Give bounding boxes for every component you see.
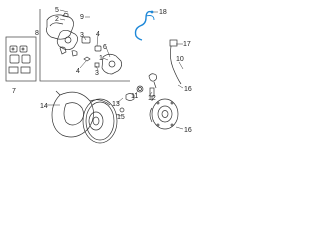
callout-3-lower: 3	[95, 70, 99, 77]
brake-assembly-diagram	[5, 9, 184, 144]
dust-shield	[51, 90, 94, 138]
brake-disc	[82, 98, 118, 144]
callout-4-upper: 4	[96, 31, 100, 38]
callout-16-upper: 16	[184, 86, 192, 93]
sensor-connector	[150, 10, 154, 14]
callout-7: 7	[12, 88, 16, 95]
hub-bearing	[149, 98, 179, 130]
callout-17: 17	[183, 41, 191, 48]
callout-14: 14	[40, 103, 48, 110]
callout-18: 18	[159, 9, 167, 16]
callout-15: 15	[117, 114, 125, 121]
callout-2: 2	[55, 16, 59, 23]
callout-5: 5	[55, 7, 59, 14]
callout-11: 11	[131, 93, 139, 100]
callout-10: 10	[176, 56, 184, 63]
callout-8: 8	[35, 30, 39, 37]
callout-13: 13	[112, 101, 120, 108]
leader-lines	[47, 9, 184, 130]
callout-4-lower: 4	[76, 68, 80, 75]
caliper-parts	[46, 12, 122, 75]
callout-6: 6	[103, 44, 107, 51]
callout-1: 1	[99, 55, 103, 62]
callout-16-lower: 16	[184, 127, 192, 134]
callout-9: 9	[80, 14, 84, 21]
callout-3-upper: 3	[80, 32, 84, 39]
pad-kit-frame	[5, 36, 37, 82]
callout-12: 12	[148, 95, 156, 102]
pad-kit-parts	[8, 45, 31, 74]
sensor-clip	[169, 39, 178, 47]
caliper-frame	[39, 9, 130, 82]
sensor-wire	[134, 10, 153, 41]
hardware-parts	[119, 85, 155, 113]
